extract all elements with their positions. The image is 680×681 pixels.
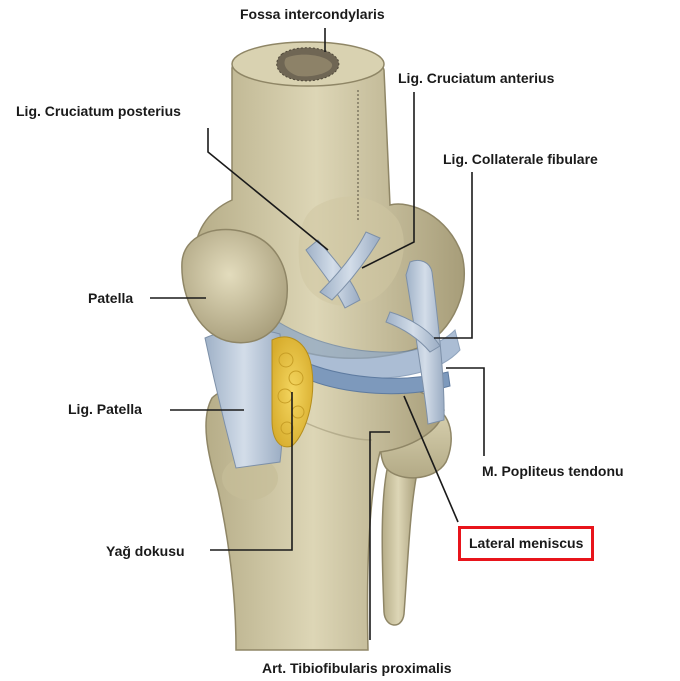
label-lig-cruciatum-posterius: Lig. Cruciatum posterius bbox=[16, 103, 181, 120]
label-patella: Patella bbox=[88, 290, 133, 307]
label-fossa-intercondylaris: Fossa intercondylaris bbox=[240, 6, 385, 23]
patella-bone bbox=[182, 230, 287, 343]
label-lig-cruciatum-anterius: Lig. Cruciatum anterius bbox=[398, 70, 554, 87]
label-art-tibiofibularis-proximalis: Art. Tibiofibularis proximalis bbox=[262, 660, 452, 677]
label-m-popliteus-tendonu: M. Popliteus tendonu bbox=[482, 463, 624, 480]
label-yag-dokusu: Yağ dokusu bbox=[106, 543, 185, 560]
label-lateral-meniscus: Lateral meniscus bbox=[458, 526, 594, 561]
label-lig-collaterale-fibulare: Lig. Collaterale fibulare bbox=[443, 151, 598, 168]
label-lig-patella: Lig. Patella bbox=[68, 401, 142, 418]
